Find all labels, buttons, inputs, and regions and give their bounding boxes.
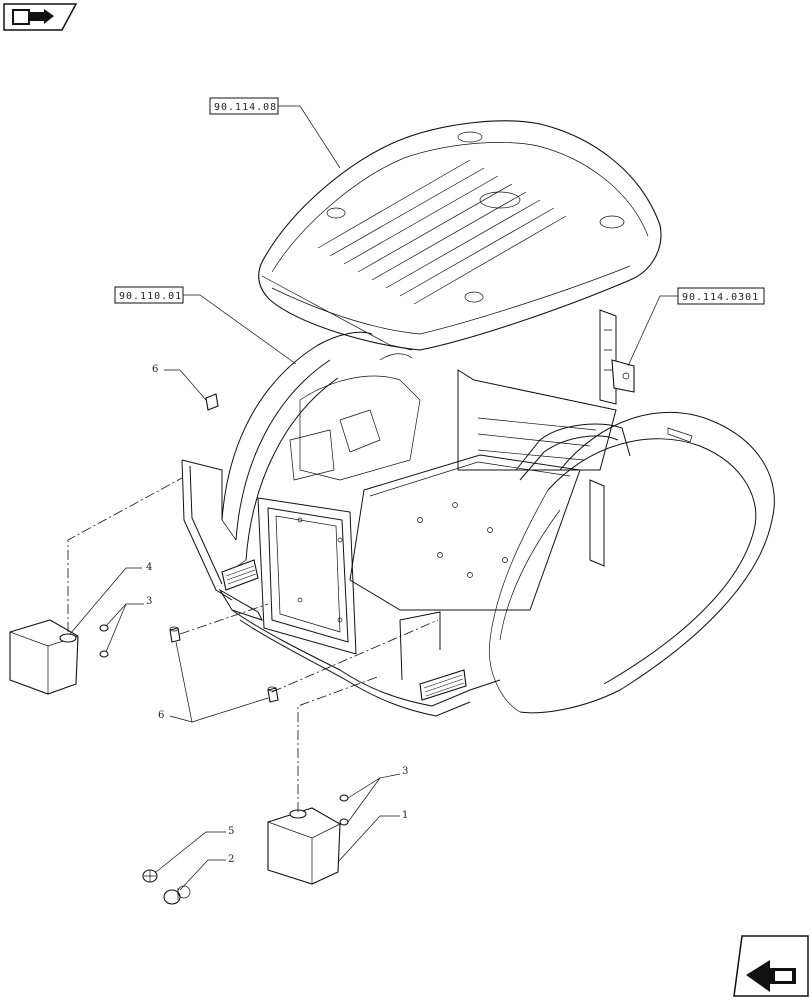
cab-roof — [258, 120, 662, 351]
callout-5: 5 — [228, 826, 234, 837]
leader-roof — [278, 105, 341, 169]
next-page-arrow-icon[interactable] — [3, 3, 78, 31]
leader-6-top — [164, 369, 207, 401]
reference-label-bracket: 90.114.0301 — [682, 292, 759, 303]
callout-6-bottom: 6 — [158, 710, 164, 721]
callout-2: 2 — [228, 854, 234, 865]
leader-1 — [337, 815, 400, 863]
reference-box-cab-frame[interactable]: 90.110.01 — [114, 286, 184, 304]
callout-4: 4 — [146, 562, 152, 573]
leader-6-bottom — [169, 641, 269, 723]
leader-3-right — [347, 773, 401, 823]
leader-5 — [155, 831, 226, 873]
part-6-spacer-top — [205, 393, 219, 411]
part-5-bulb — [142, 869, 158, 883]
previous-page-arrow-icon[interactable] — [733, 935, 809, 997]
part-3-screws-right — [339, 794, 349, 826]
part-6-pins — [169, 626, 279, 703]
leader-4 — [69, 567, 142, 635]
cab-frame — [181, 309, 775, 717]
reference-box-roof[interactable]: 90.114.08 — [209, 97, 279, 115]
reference-box-bracket[interactable]: 90.114.0301 — [677, 287, 765, 305]
callout-6-top: 6 — [152, 364, 158, 375]
reference-label-roof: 90.114.08 — [214, 102, 277, 113]
assembly-center-lines — [67, 477, 439, 812]
part-1-tail-light-right — [267, 807, 341, 885]
part-2-bulb — [163, 885, 191, 905]
part-4-tail-light-left — [9, 619, 79, 695]
callout-3-left: 3 — [146, 596, 152, 607]
reference-label-cab-frame: 90.110.01 — [119, 291, 182, 302]
part-3-screws-left — [99, 624, 109, 658]
callout-1: 1 — [402, 810, 408, 821]
leader-bracket — [627, 295, 678, 367]
leader-cab-frame — [183, 294, 297, 365]
leader-3-left — [105, 603, 144, 653]
leader-2 — [179, 859, 226, 891]
callout-3-right: 3 — [402, 766, 408, 777]
